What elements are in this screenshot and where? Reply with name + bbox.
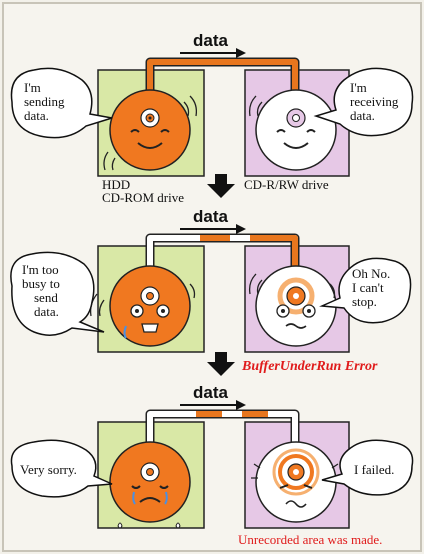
transition-arrow-2-icon <box>207 352 235 376</box>
left-drive-label-line-1: HDD <box>102 177 130 192</box>
stage1-data-arrow: data <box>180 31 246 58</box>
stage2-right-bubble-line-2: I can't <box>352 280 384 295</box>
stage1-right-speech-bubble: I'm receiving data. <box>313 67 414 137</box>
stage1-left-speech-bubble: I'm sending data. <box>10 67 113 139</box>
stage1-right-bubble-line-1: I'm <box>350 80 367 95</box>
stage1-left-bubble-line-1: I'm <box>24 80 41 95</box>
stage2-right-disc-icon <box>248 265 337 347</box>
stage2-left-bubble-line-2: busy to <box>22 276 60 291</box>
stage1-right-disc-icon <box>248 89 337 171</box>
left-drive-label-line-2: CD-ROM drive <box>102 190 184 205</box>
stage3-right-disc-icon <box>251 441 341 523</box>
stage2-right-bubble-line-1: Oh No. <box>352 266 390 281</box>
stage3-data-pipe-empty <box>147 411 298 460</box>
buffer-underrun-error-label: BufferUnderRun Error <box>241 359 378 374</box>
stage3-left-bubble-text: Very sorry. <box>20 462 77 477</box>
stage3-left-speech-bubble: Very sorry. <box>10 439 113 498</box>
stage1-right-bubble-line-3: data. <box>350 108 375 123</box>
stage2-data-label: data <box>193 207 229 226</box>
stage3-data-arrow: data <box>180 383 246 410</box>
stage2-left-bubble-line-3: send <box>34 290 58 305</box>
transition-arrow-1-icon <box>207 174 235 198</box>
stage1-left-bubble-line-3: data. <box>24 108 49 123</box>
stage1-data-label: data <box>193 31 229 50</box>
stage2-data-arrow: data <box>180 207 246 234</box>
stage2-right-speech-bubble: Oh No. I can't stop. <box>319 257 412 324</box>
stage2-left-bubble-line-4: data. <box>34 304 59 319</box>
stage1-left-bubble-line-2: sending <box>24 94 65 109</box>
stage3-right-speech-bubble: I failed. <box>321 439 414 496</box>
stage2-right-bubble-line-3: stop. <box>352 294 377 309</box>
stage3-right-bubble-text: I failed. <box>354 462 394 477</box>
right-drive-label: CD-R/RW drive <box>244 177 329 192</box>
stage3-left-disc-icon <box>109 441 191 529</box>
stage2-left-bubble-line-1: I'm too <box>22 262 59 277</box>
stage-3: data <box>10 383 414 547</box>
unrecorded-area-note: Unrecorded area was made. <box>238 532 382 547</box>
stage1-data-pipe <box>147 59 298 108</box>
stage3-data-label: data <box>193 383 229 402</box>
stage2-left-speech-bubble: I'm too busy to send data. <box>10 251 105 336</box>
stage1-right-bubble-line-2: receiving <box>350 94 399 109</box>
stage2-left-disc-icon <box>89 265 196 347</box>
stage1-left-disc-icon <box>103 89 198 171</box>
stage-1: data <box>10 31 414 205</box>
stage-2: data <box>10 207 412 353</box>
